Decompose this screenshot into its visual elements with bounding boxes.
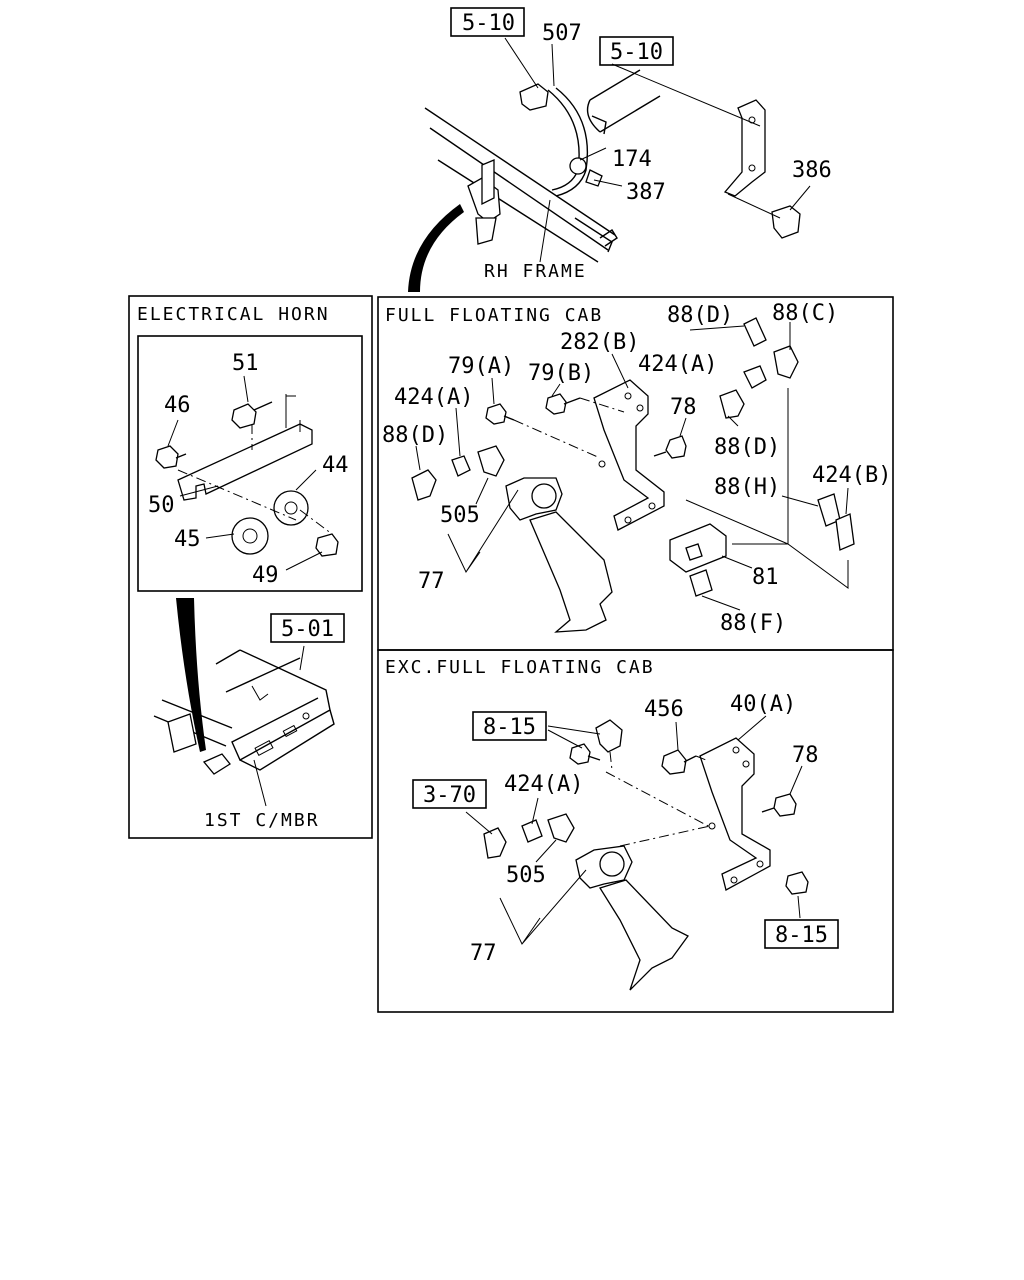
bolt-456 <box>661 749 687 775</box>
top-section <box>408 37 811 292</box>
label-507: 507 <box>542 21 582 46</box>
nut-49 <box>315 533 339 557</box>
ref-8-15-b: 8-15 <box>775 923 828 948</box>
label-44: 44 <box>322 453 349 478</box>
bracket-282b <box>593 379 665 531</box>
bracket-40a <box>699 737 771 891</box>
label-88f: 88(F) <box>720 611 786 636</box>
electrical-horn-parts <box>155 375 339 571</box>
full-floating-parts <box>411 317 855 633</box>
label-49: 49 <box>252 563 279 588</box>
electrical-horn-panel <box>128 295 373 839</box>
fitting-88c <box>773 345 799 379</box>
label-505-exc: 505 <box>506 863 546 888</box>
horn-mount-clip <box>202 753 231 775</box>
fitting-88d-left <box>411 469 437 501</box>
label-45: 45 <box>174 527 201 552</box>
ref-8-15-a: 8-15 <box>483 715 536 740</box>
label-78-exc: 78 <box>792 743 819 768</box>
nipple-424a-exc <box>521 819 543 843</box>
label-424b: 424(B) <box>812 463 891 488</box>
horn-bracket-44 <box>177 423 313 501</box>
nipple-424b <box>835 513 855 551</box>
ref-box-3-70 <box>412 779 487 809</box>
bolt-78 <box>665 435 687 459</box>
ref-box-8-15-b <box>764 919 839 949</box>
arrow-to-crossmember <box>176 598 206 752</box>
nipple-424a-upper <box>743 365 767 389</box>
ref-5-10-a: 5-10 <box>462 11 515 36</box>
clip-8-15 <box>595 719 623 753</box>
arrow-to-full-floating <box>408 204 464 292</box>
label-81: 81 <box>752 565 779 590</box>
bracket-right <box>723 99 766 197</box>
fitting-88f <box>689 569 713 597</box>
bolt-clip <box>569 743 591 765</box>
label-78: 78 <box>670 395 697 420</box>
full-floating-cab-title: FULL FLOATING CAB <box>385 305 603 326</box>
ref-3-70: 3-70 <box>423 783 476 808</box>
label-51: 51 <box>232 351 259 376</box>
fitting-88d-mid <box>719 389 745 419</box>
fitting-3-70 <box>483 827 507 859</box>
fitting-88d-top <box>743 317 767 347</box>
exc-full-floating-parts <box>465 715 809 991</box>
fitting-505-exc <box>547 813 575 843</box>
label-77-ff: 77 <box>418 569 445 594</box>
fitting-505 <box>477 445 505 477</box>
nipple-424a <box>451 455 471 477</box>
label-50: 50 <box>148 493 175 518</box>
bolt-46 <box>155 445 179 469</box>
label-424a-left: 424(A) <box>394 385 473 410</box>
air-horn-77-exc <box>599 879 689 991</box>
label-79b: 79(B) <box>528 361 594 386</box>
ref-box-5-01 <box>270 613 345 643</box>
label-387: 387 <box>626 180 666 205</box>
label-88d-mid: 88(D) <box>714 435 780 460</box>
label-88h: 88(H) <box>714 475 780 500</box>
exc-full-floating-cab-panel <box>377 649 894 1013</box>
label-88d-top: 88(D) <box>667 303 733 328</box>
ref-box-5-10-b <box>599 36 674 66</box>
air-horn-77 <box>529 511 613 633</box>
bolt-79b <box>545 393 567 415</box>
horn-45 <box>231 517 269 555</box>
exc-full-floating-cab-title: EXC.FULL FLOATING CAB <box>385 657 655 678</box>
cross-member-tube <box>586 69 661 133</box>
electrical-horn-detail-box <box>137 335 363 592</box>
ref-5-10-b: 5-10 <box>610 40 663 65</box>
first-crossmember <box>153 645 335 807</box>
label-424a-upper: 424(A) <box>638 352 717 377</box>
label-79a: 79(A) <box>448 354 514 379</box>
label-424a-exc: 424(A) <box>504 772 583 797</box>
bolt-51 <box>231 403 257 429</box>
label-77-exc: 77 <box>470 941 497 966</box>
horn-44-disc <box>273 490 309 526</box>
ref-5-01: 5-01 <box>281 617 334 642</box>
label-88c: 88(C) <box>772 301 838 326</box>
label-88d-left: 88(D) <box>382 423 448 448</box>
connector-507 <box>519 83 549 111</box>
hose-174 <box>547 89 580 191</box>
label-40a: 40(A) <box>730 692 796 717</box>
bolt-78-exc <box>773 793 797 817</box>
label-282b: 282(B) <box>560 330 639 355</box>
electrical-horn-title: ELECTRICAL HORN <box>137 304 330 325</box>
label-456: 456 <box>644 697 684 722</box>
nut-8-15 <box>785 871 809 895</box>
rh-frame-rail <box>424 107 618 263</box>
label-386: 386 <box>792 158 832 183</box>
bolt-79a <box>485 403 507 425</box>
clip-386 <box>771 205 801 239</box>
label-505-ff: 505 <box>440 503 480 528</box>
ref-box-5-10-a <box>450 7 525 37</box>
label-46: 46 <box>164 393 191 418</box>
first-crossmember-label: 1ST C/MBR <box>204 810 320 831</box>
fitting-387 <box>585 169 603 187</box>
rh-frame-label: RH FRAME <box>484 261 587 282</box>
label-174: 174 <box>612 147 652 172</box>
ref-box-8-15-a <box>472 711 547 741</box>
mount-plate <box>167 713 197 753</box>
